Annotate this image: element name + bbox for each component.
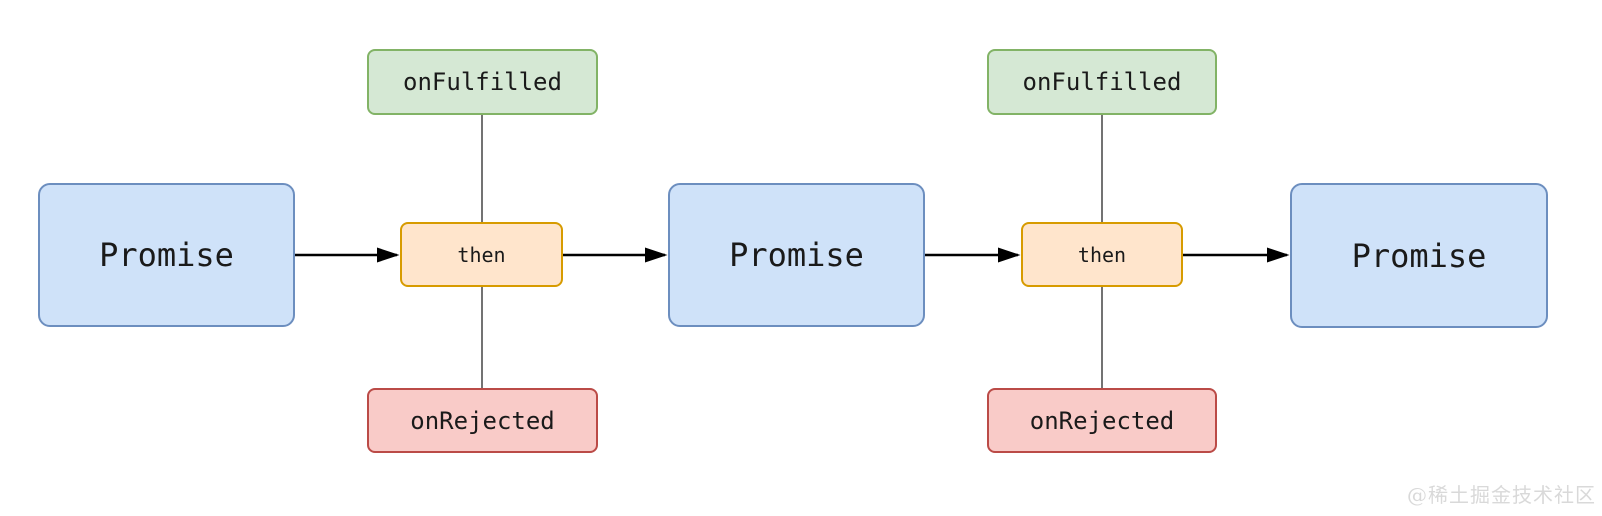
watermark: @稀土掘金技术社区 bbox=[1407, 483, 1596, 507]
node-onrejected-2: onRejected bbox=[987, 388, 1217, 453]
node-onfulfilled-2: onFulfilled bbox=[987, 49, 1217, 115]
node-then-2: then bbox=[1021, 222, 1183, 287]
node-then-1: then bbox=[400, 222, 563, 287]
node-onfulfilled-1: onFulfilled bbox=[367, 49, 598, 115]
node-promise-1: Promise bbox=[38, 183, 295, 327]
node-onrejected-1: onRejected bbox=[367, 388, 598, 453]
node-promise-2: Promise bbox=[668, 183, 925, 327]
node-promise-3: Promise bbox=[1290, 183, 1548, 328]
